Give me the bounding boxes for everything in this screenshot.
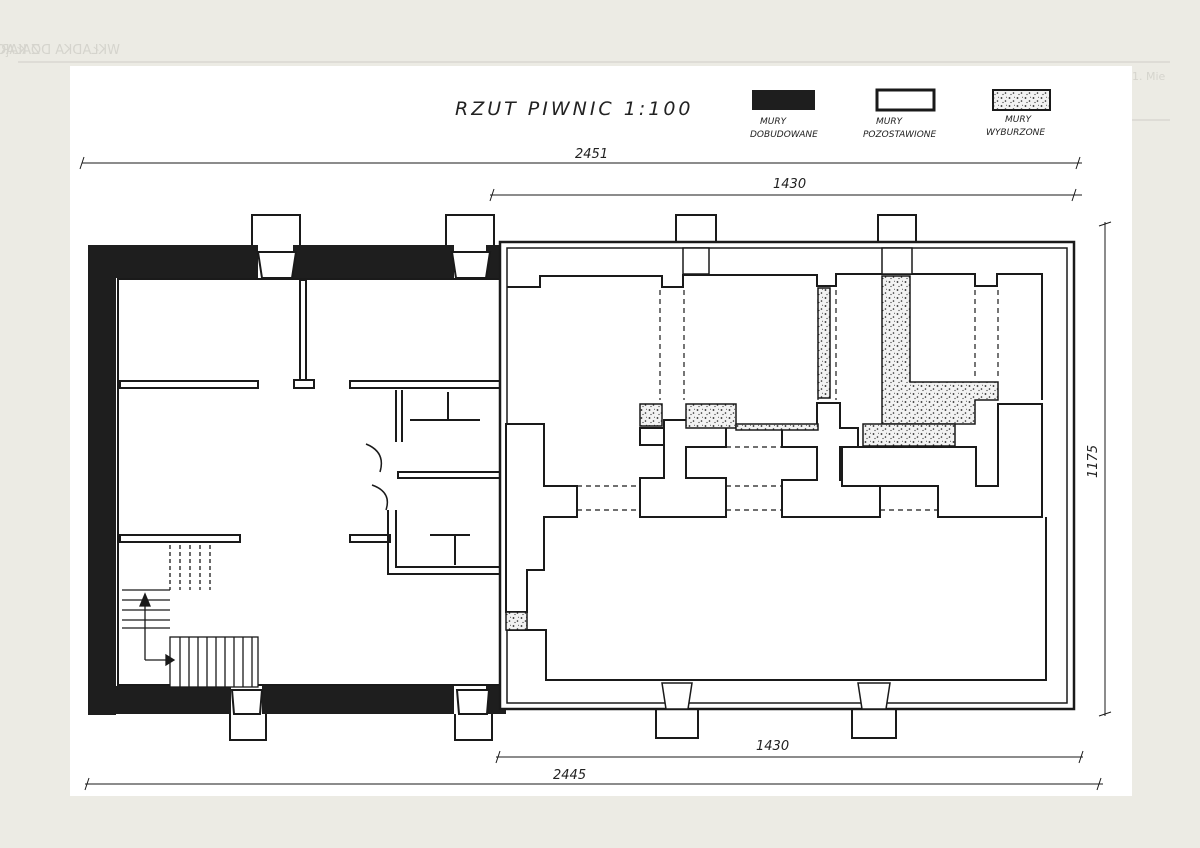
left-wing-outlines	[117, 214, 503, 741]
retained-walls	[498, 214, 1076, 739]
added-walls	[88, 245, 506, 715]
added-wall-south-1	[96, 686, 231, 714]
bleed-header-text: WKŁADKA DO KARTY EWIDENCYJNEJ ZABYTKÓW A…	[0, 42, 120, 58]
demolished-segment-1	[639, 403, 663, 427]
demolished-walls	[505, 275, 999, 631]
bleed-margin-label: 1. Mie	[1132, 70, 1166, 83]
dim-label-top-total: 2451	[575, 147, 608, 162]
demolished-segment-7	[505, 611, 528, 631]
demolished-segment-2	[685, 403, 737, 429]
dim-label-bottom-right: 1430	[756, 739, 789, 754]
legend-label-demolished-1: MURY	[1005, 115, 1033, 125]
demolished-segment-3	[735, 423, 819, 431]
legend-label-demolished-2: WYBURZONE	[986, 128, 1045, 138]
drawing-title: RZUT PIWNIC 1:100	[455, 98, 694, 120]
legend-label-added-1: MURY	[760, 117, 788, 127]
added-wall-north-1	[88, 245, 258, 278]
dim-label-bottom-total: 2445	[553, 768, 586, 783]
bleed-header-right: ZAŁĄCZNIK NR	[0, 43, 40, 58]
staircase	[122, 545, 259, 688]
added-wall-north-2	[293, 245, 454, 278]
added-wall-west	[88, 245, 116, 715]
legend-label-added-2: DOBUDOWANE	[750, 130, 818, 140]
legend-swatch-added	[752, 90, 815, 110]
legend: MURY DOBUDOWANE MURY POZOSTAWIONE MURY W…	[750, 88, 1051, 140]
dim-label-right: 1175	[1086, 445, 1101, 478]
demolished-segment-6	[862, 423, 956, 447]
legend-label-kept-1: MURY	[876, 117, 904, 127]
demolished-segment-4	[817, 287, 831, 399]
bleed-through-form: WKŁADKA DO KARTY EWIDENCYJNEJ ZABYTKÓW A…	[0, 42, 1170, 121]
dimension-lines	[79, 156, 1112, 791]
legend-label-kept-2: POZOSTAWIONE	[863, 130, 937, 140]
legend-swatch-demolished	[992, 89, 1051, 111]
legend-swatch-kept	[875, 88, 936, 112]
added-wall-south-2	[262, 686, 454, 714]
dim-label-top-right: 1430	[773, 177, 806, 192]
